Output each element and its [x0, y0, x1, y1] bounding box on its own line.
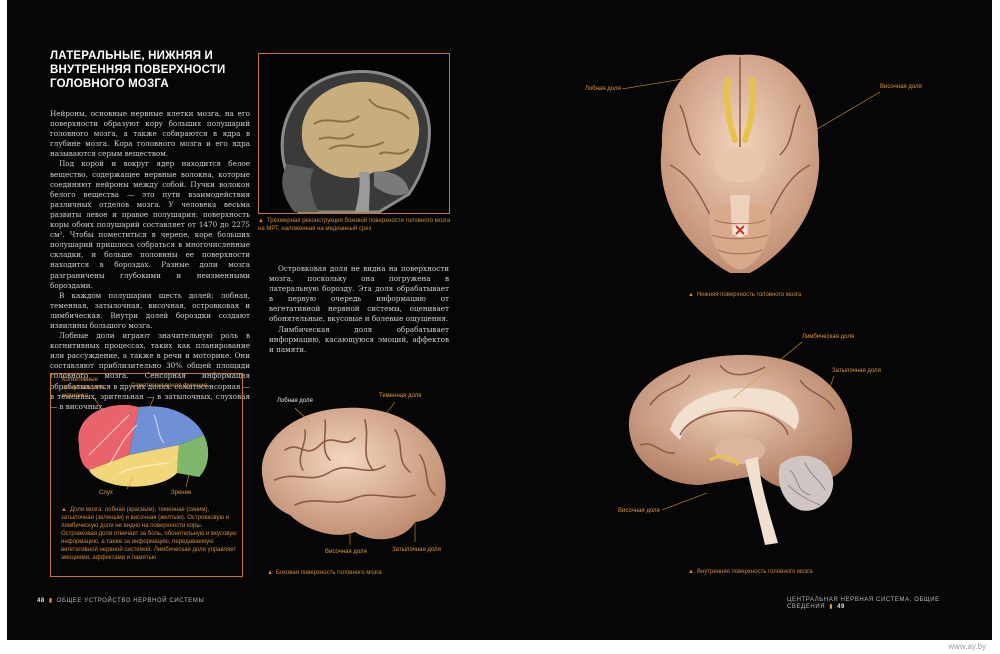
footer-separator: ▮	[48, 598, 53, 604]
inferior-brain-caption: ▲Нижняя поверхность головного мозга	[688, 291, 888, 299]
label-temporal-medial: Височная доля	[618, 508, 660, 514]
label-vision: Зрение	[171, 490, 192, 496]
paragraph: Лобные доли играют значительную роль в к…	[50, 331, 250, 411]
triangle-icon: ▲	[688, 569, 694, 575]
lateral-caption-text: Боковая поверхность головного мозга	[275, 570, 382, 576]
footer-section: ЦЕНТРАЛЬНАЯ НЕРВНАЯ СИСТЕМА: ОБЩИЕ СВЕДЕ…	[787, 597, 940, 610]
paragraph: Лимбическая доля обрабатывает информацию…	[269, 324, 449, 354]
mri-image-frame	[258, 53, 450, 214]
mri-caption: ▲Трехмерная реконструкция боковой поверх…	[258, 217, 453, 233]
footer-section: ОБЩЕЕ УСТРОЙСТВО НЕРВНОЙ СИСТЕМЫ	[56, 598, 205, 604]
triangle-icon: ▲	[258, 218, 264, 224]
medial-caption-text: Внутренняя поверхность головного мозга	[696, 569, 813, 575]
middle-text-column: Островковая доля не видна на поверхности…	[269, 264, 449, 355]
temporal-lobe-shape	[89, 445, 179, 487]
mri-caption-text: Трехмерная реконструкция боковой поверхн…	[258, 218, 451, 232]
footer-separator: ▮	[829, 604, 834, 610]
left-page: ЛАТЕРАЛЬНЫЕ, НИЖНЯЯ И ВНУТРЕННЯЯ ПОВЕРХН…	[7, 0, 500, 640]
left-footer: 48▮ОБЩЕЕ УСТРОЙСТВО НЕРВНОЙ СИСТЕМЫ	[37, 597, 204, 604]
label-occipital-lateral: Затылочная доля	[392, 547, 441, 553]
medial-brain-illustration	[628, 354, 853, 545]
lobes-diagram-frame	[50, 373, 243, 577]
paragraph: В каждом полушарии шесть долей: лобная, …	[50, 290, 250, 330]
parietal-lobe-shape	[129, 406, 204, 455]
triangle-icon: ▲	[688, 292, 694, 298]
label-parietal-lateral: Теменная доля	[379, 393, 422, 399]
paragraph: Островковая доля не видна на поверхности…	[269, 264, 449, 324]
leader-line	[732, 341, 803, 399]
lobes-caption-text: Доли мозга: лобная (красным), теменная (…	[61, 507, 237, 561]
label-cognitive: Когнитивные процессы, речь, моторика	[62, 377, 107, 399]
label-temporal-lateral: Височная доля	[325, 549, 367, 555]
lateral-brain-illustration	[261, 401, 446, 545]
triangle-icon: ▲	[267, 570, 273, 576]
paragraph: Под корой и вокруг ядер находится белое …	[50, 159, 250, 290]
occipital-lobe-shape	[177, 435, 209, 477]
lobes-diagram	[78, 396, 209, 490]
left-text-column: Нейроны, основные нервные клетки мозга, …	[50, 109, 250, 412]
lobes-diagram-caption: ▲Доли мозга: лобная (красным), теменная …	[61, 506, 239, 562]
right-footer: ЦЕНТРАЛЬНАЯ НЕРВНАЯ СИСТЕМА: ОБЩИЕ СВЕДЕ…	[787, 597, 992, 610]
inferior-caption-text: Нижняя поверхность головного мозга	[696, 292, 802, 298]
label-temporal-inferior: Височная доля	[880, 84, 922, 90]
label-frontal-inferior: Лобная доля	[585, 86, 621, 92]
label-hearing: Слух	[99, 490, 113, 496]
label-limbic: Лимбическая доля	[802, 334, 855, 340]
leader-line	[621, 76, 696, 90]
triangle-icon: ▲	[61, 507, 67, 513]
leader-line	[820, 375, 835, 413]
lateral-brain-caption: ▲Боковая поверхность головного мозга	[267, 569, 457, 577]
mri-image	[259, 54, 449, 213]
medial-brain-caption: ▲Внутренняя поверхность головного мозга	[688, 568, 888, 576]
label-somatosensory: Соматосенсорная функция	[131, 383, 207, 389]
leader-line	[661, 492, 708, 511]
label-occipital-medial: Затылочная доля	[832, 368, 881, 374]
inferior-brain-illustration	[660, 54, 820, 274]
right-page: Лобная доля Височная доля ▲Нижняя поверх…	[500, 0, 992, 640]
label-frontal-lateral: Лобная доля	[277, 398, 313, 404]
page-number: 48	[37, 598, 45, 604]
frontal-lobe-shape	[78, 404, 139, 470]
page-number: 49	[837, 604, 845, 610]
page-title: ЛАТЕРАЛЬНЫЕ, НИЖНЯЯ И ВНУТРЕННЯЯ ПОВЕРХН…	[50, 50, 226, 90]
leader-line	[806, 91, 881, 136]
paragraph: Нейроны, основные нервные клетки мозга, …	[50, 109, 250, 159]
watermark: www.ay.by	[948, 642, 986, 651]
